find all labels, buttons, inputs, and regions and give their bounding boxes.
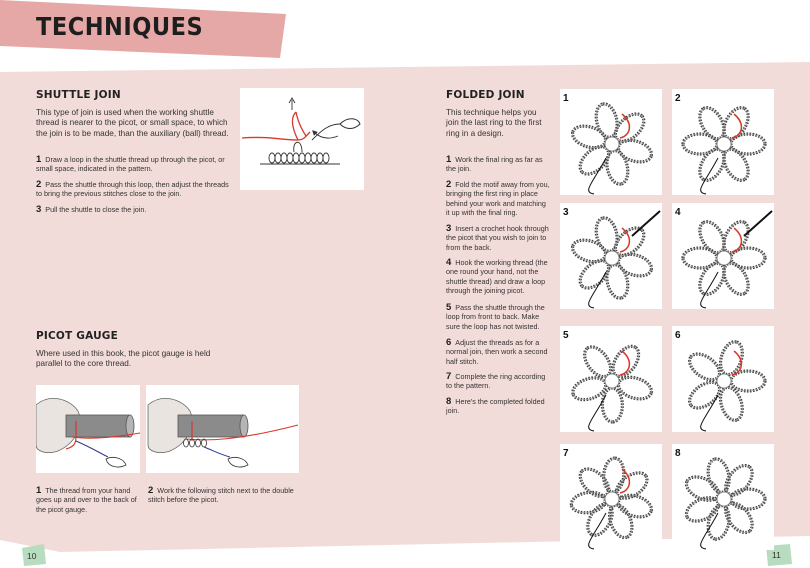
folded-join-photo-3: 3 (560, 203, 662, 309)
red-thread-loop (619, 350, 631, 376)
caption-text: The thread from your hand goes up and ov… (36, 486, 137, 514)
caption-number: 1 (36, 485, 42, 496)
page-number-right: 11 (772, 550, 781, 560)
red-thread-loop (731, 350, 743, 376)
step-text: Adjust the threads as for a normal join,… (446, 338, 548, 366)
photo-number: 7 (563, 448, 569, 459)
tatted-motif (688, 340, 767, 422)
title-band (0, 0, 286, 58)
caption-number: 2 (148, 485, 154, 496)
page-title: TECHNIQUES (36, 12, 204, 41)
photo-number: 4 (675, 207, 681, 218)
step-number: 8 (446, 396, 452, 407)
shuttle-join-intro: This type of join is used when the worki… (36, 108, 229, 138)
tatted-motif (571, 344, 654, 424)
step-text: Here's the completed folded join. (446, 397, 545, 416)
photo-number: 2 (675, 93, 681, 104)
step-number: 3 (36, 204, 42, 215)
step-number: 6 (446, 337, 452, 348)
step-text: Insert a crochet hook through the picot … (446, 224, 549, 252)
photo-number: 8 (675, 448, 681, 459)
left-page-tab (22, 544, 46, 566)
step-number: 1 (36, 154, 42, 165)
step-number: 1 (446, 154, 452, 165)
tatted-motif (570, 216, 654, 300)
step-number: 4 (446, 257, 452, 268)
thread-tail (588, 394, 607, 432)
step-number: 7 (446, 371, 452, 382)
folded-join-photo-8: 8 (672, 444, 774, 550)
red-thread-loop (619, 227, 631, 253)
thread-tail (588, 512, 607, 550)
picot-gauge-illustration-2 (146, 385, 299, 473)
red-thread-loop (731, 227, 743, 253)
folded-join-photo-1: 1 (560, 89, 662, 195)
step-text: Pass the shuttle through the loop from f… (446, 303, 545, 331)
step-text: Work the final ring as far as the join. (446, 155, 543, 174)
picot-gauge-illustration-1 (36, 385, 140, 473)
red-thread-loop (619, 468, 631, 494)
thread-tail (588, 157, 607, 195)
picot-gauge-intro: Where used in this book, the picot gauge… (36, 349, 211, 369)
folded-join-photo-2: 2 (672, 89, 774, 195)
red-thread-loop (619, 113, 631, 139)
page-number-left: 10 (27, 551, 37, 561)
thread-tail (700, 157, 719, 195)
tatted-motif (684, 457, 767, 541)
shuttle-join-heading: SHUTTLE JOIN (36, 89, 121, 101)
tatted-motif (569, 456, 654, 540)
crochet-hook (631, 210, 661, 237)
crochet-hook (743, 210, 773, 237)
step-number: 3 (446, 223, 452, 234)
step-text: Draw a loop in the shuttle thread up thr… (36, 155, 225, 174)
thread-tail (700, 394, 719, 432)
step-number: 2 (36, 179, 42, 190)
tatted-motif (570, 102, 654, 186)
tatted-motif (681, 220, 767, 296)
photo-number: 5 (563, 330, 569, 341)
photo-number: 1 (563, 93, 569, 104)
photo-number: 6 (675, 330, 681, 341)
folded-join-photo-5: 5 (560, 326, 662, 432)
shuttle-join-diagram (240, 88, 364, 190)
step-number: 2 (446, 179, 452, 190)
folded-join-photo-7: 7 (560, 444, 662, 550)
step-text: Fold the motif away from you, bringing t… (446, 180, 550, 217)
step-text: Pass the shuttle through this loop, then… (36, 180, 229, 199)
folded-join-photo-6: 6 (672, 326, 774, 432)
picot-gauge-heading: PICOT GAUGE (36, 330, 118, 342)
tatted-motif (681, 106, 767, 182)
red-thread-loop (731, 113, 743, 139)
step-text: Complete the ring according to the patte… (446, 372, 546, 391)
folded-join-intro: This technique helps you join the last r… (446, 108, 542, 138)
caption-text: Work the following stitch next to the do… (148, 486, 294, 505)
thread-tail (700, 271, 719, 309)
step-number: 5 (446, 302, 452, 313)
folded-join-heading: FOLDED JOIN (446, 89, 525, 101)
photo-number: 3 (563, 207, 569, 218)
step-text: Pull the shuttle to close the join. (45, 205, 147, 214)
folded-join-photo-4: 4 (672, 203, 774, 309)
step-text: Hook the working thread (the one round y… (446, 258, 548, 295)
thread-tail (588, 271, 607, 309)
thread-tail (700, 512, 719, 550)
